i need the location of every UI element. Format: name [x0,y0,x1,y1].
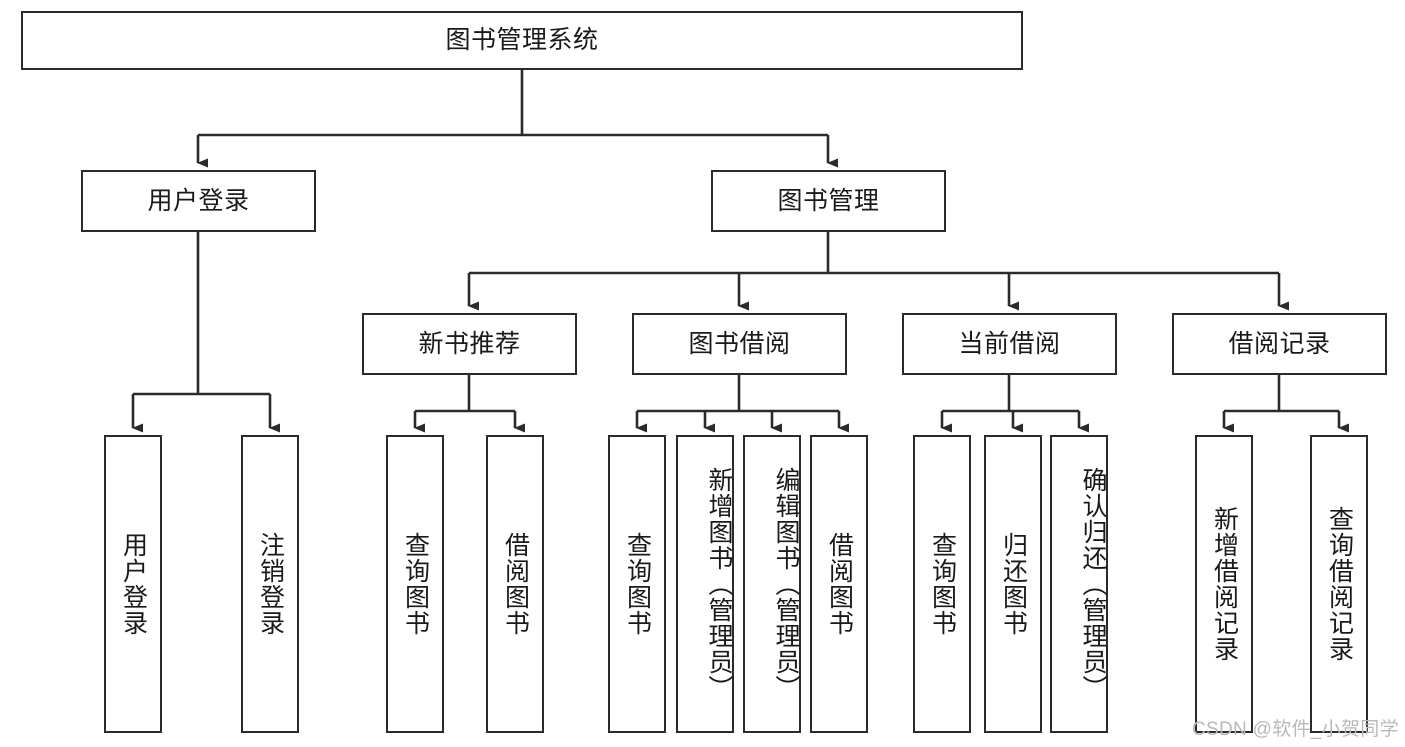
leaf-query-books-recommendation-label: 查询图书 [401,532,430,636]
node-borrow-records-label: 借阅记录 [1228,329,1331,358]
leaf-logout-label: 注销登录 [256,532,285,636]
node-root-label: 图书管理系统 [445,26,599,54]
node-borrow-records[interactable]: 借阅记录 [1172,313,1387,375]
node-book-borrowing[interactable]: 图书借阅 [632,313,847,375]
leaf-logout[interactable]: 注销登录 [241,435,299,733]
leaf-edit-book-admin[interactable]: 编辑图书（管理员） [743,435,801,733]
leaf-add-borrow-record[interactable]: 新增借阅记录 [1195,435,1253,733]
leaf-query-books-current[interactable]: 查询图书 [913,435,971,733]
node-book-borrowing-label: 图书借阅 [688,329,791,358]
leaf-return-books[interactable]: 归还图书 [984,435,1042,733]
node-user-login[interactable]: 用户登录 [81,170,316,232]
leaf-query-books-borrowing[interactable]: 查询图书 [608,435,666,733]
leaf-query-borrow-record-label: 查询借阅记录 [1325,506,1354,662]
node-new-book-recommendation-label: 新书推荐 [418,329,521,358]
leaf-confirm-return-admin[interactable]: 确认归还（管理员） [1050,435,1108,733]
leaf-borrow-books-recommendation[interactable]: 借阅图书 [486,435,544,733]
leaf-query-books-borrowing-label: 查询图书 [623,532,652,636]
leaf-add-borrow-record-label: 新增借阅记录 [1210,506,1239,662]
leaf-borrow-books-borrowing[interactable]: 借阅图书 [810,435,868,733]
leaf-query-books-recommendation[interactable]: 查询图书 [386,435,444,733]
node-current-borrowing[interactable]: 当前借阅 [902,313,1117,375]
leaf-edit-book-admin-label: 编辑图书（管理员） [772,467,800,701]
leaf-add-book-admin[interactable]: 新增图书（管理员） [676,435,734,733]
leaf-borrow-books-borrowing-label: 借阅图书 [825,532,854,636]
node-new-book-recommendation[interactable]: 新书推荐 [362,313,577,375]
leaf-return-books-label: 归还图书 [999,532,1028,636]
leaf-borrow-books-recommendation-label: 借阅图书 [501,532,530,636]
leaf-query-books-current-label: 查询图书 [928,532,957,636]
node-root[interactable]: 图书管理系统 [21,11,1023,70]
leaf-user-login[interactable]: 用户登录 [104,435,162,733]
csdn-watermark: CSDN @软件_小贺同学 [1192,719,1399,740]
leaf-confirm-return-admin-label: 确认归还（管理员） [1079,467,1107,701]
node-book-management[interactable]: 图书管理 [711,170,946,232]
node-book-management-label: 图书管理 [777,186,880,215]
node-current-borrowing-label: 当前借阅 [958,329,1061,358]
leaf-add-book-admin-label: 新增图书（管理员） [705,467,733,701]
node-user-login-label: 用户登录 [147,186,250,215]
leaf-user-login-label: 用户登录 [119,532,148,636]
leaf-query-borrow-record[interactable]: 查询借阅记录 [1310,435,1368,733]
